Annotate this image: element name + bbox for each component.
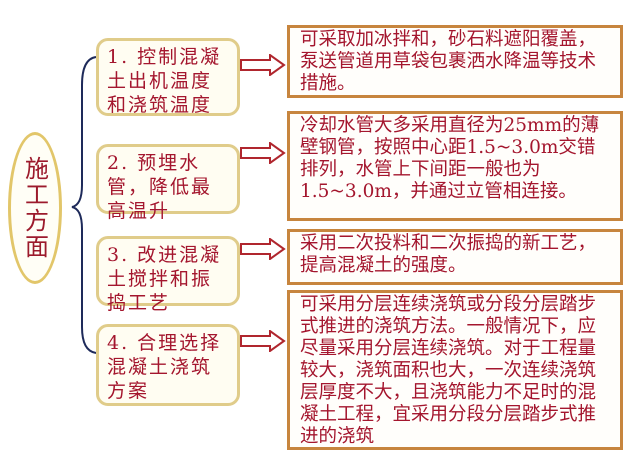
step-title: 2. 预埋水管，降低最高温升 — [107, 152, 213, 222]
arrow-right-icon — [240, 330, 286, 352]
arrow-right-icon — [240, 142, 286, 164]
detail-box-3: 采用二次投料和二次振捣的新工艺，提高混凝土的强度。 — [287, 229, 623, 285]
detail-box-1: 可采取加冰拌和，砂石料遮阳覆盖，泵送管道用草袋包裹洒水降温等技术措施。 — [287, 25, 623, 98]
step-title: 1. 控制混凝土出机温度和浇筑温度 — [107, 46, 222, 116]
detail-text: 冷却水管大多采用直径为25mm的薄壁钢管，按照中心距1.5~3.0m交错排列，水… — [300, 115, 600, 202]
root-node: 施工方面 — [8, 132, 62, 284]
detail-text: 可采取加冰拌和，砂石料遮阳覆盖，泵送管道用草袋包裹洒水降温等技术措施。 — [300, 29, 597, 94]
root-label: 施工方面 — [20, 156, 49, 260]
step-box-3: 3. 改进混凝土搅拌和振捣工艺 — [96, 236, 240, 314]
detail-text: 可采用分层连续浇筑或分段分层踏步式推进的浇筑方法。一般情况下，应尽量采用分层连续… — [300, 294, 597, 447]
step-box-1: 1. 控制混凝土出机温度和浇筑温度 — [96, 38, 240, 116]
step-title: 3. 改进混凝土搅拌和振捣工艺 — [107, 244, 222, 314]
detail-text: 采用二次投料和二次振捣的新工艺，提高混凝土的强度。 — [300, 233, 597, 276]
arrow-right-icon — [240, 54, 286, 76]
arrow-right-icon — [240, 238, 286, 260]
detail-box-2: 冷却水管大多采用直径为25mm的薄壁钢管，按照中心距1.5~3.0m交错排列，水… — [287, 111, 623, 221]
branch-bracket — [71, 56, 97, 354]
step-title: 4. 合理选择混凝土浇筑方案 — [107, 332, 222, 402]
step-box-4: 4. 合理选择混凝土浇筑方案 — [96, 324, 240, 406]
detail-box-4: 可采用分层连续浇筑或分段分层踏步式推进的浇筑方法。一般情况下，应尽量采用分层连续… — [287, 290, 623, 450]
step-box-2: 2. 预埋水管，降低最高温升 — [96, 144, 240, 222]
